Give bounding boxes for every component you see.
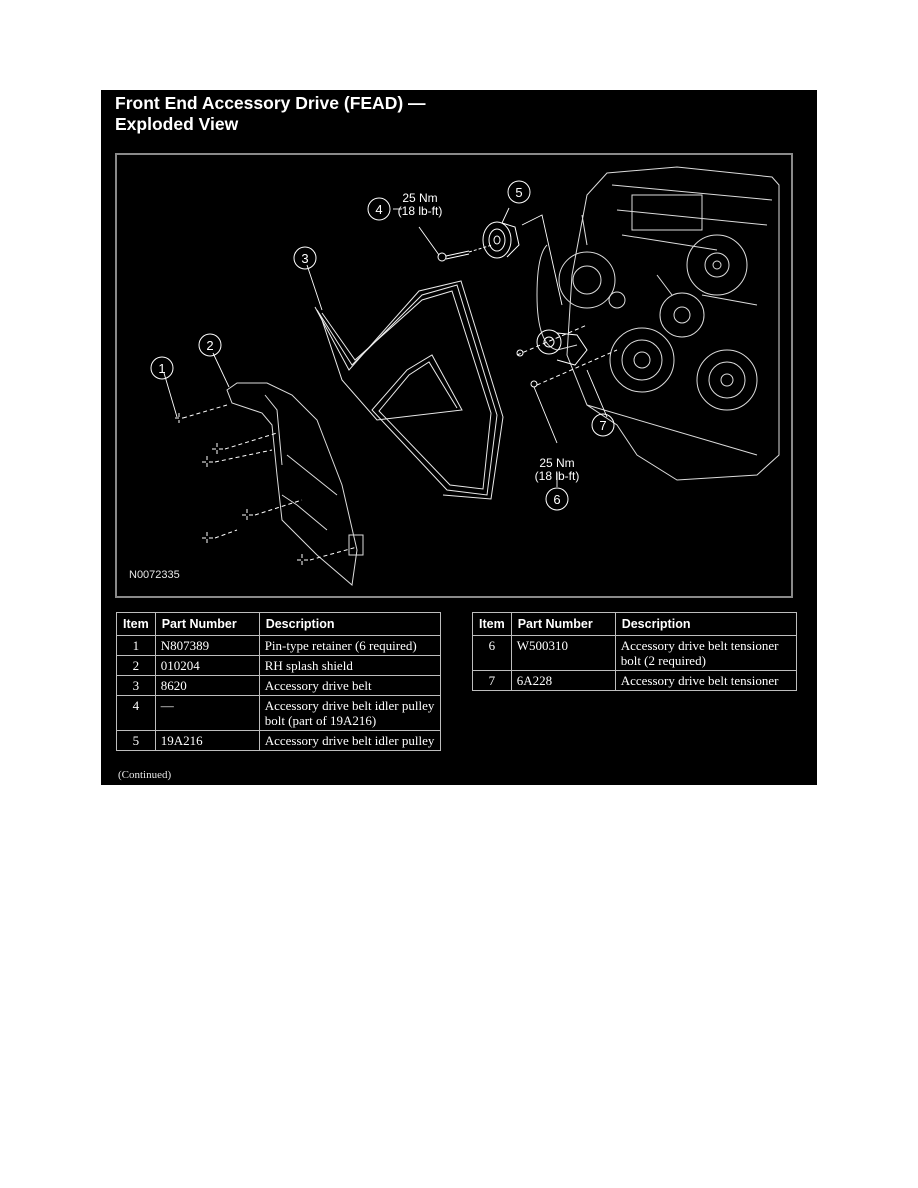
row-part-number: N807389 <box>154 635 260 656</box>
row-item: 4 <box>116 695 156 731</box>
row-part-number: 6A228 <box>510 670 616 691</box>
header-description: Description <box>258 612 442 636</box>
table-header-row: Item Part Number Description <box>472 612 798 636</box>
row-description: Accessory drive belt idler pulley <box>258 730 442 751</box>
table-row: 4 — Accessory drive belt idler pulley bo… <box>116 695 442 731</box>
tensioner-icon <box>516 324 618 386</box>
row-part-number: 010204 <box>154 655 260 676</box>
callout-6-torque-nm: 25 Nm <box>539 456 574 470</box>
callout-4-circle <box>367 197 391 221</box>
engine-icon <box>536 166 780 481</box>
row-item: 1 <box>116 635 156 656</box>
table-row: 2 010204 RH splash shield <box>116 655 442 676</box>
page-title: Front End Accessory Drive (FEAD) — Explo… <box>115 93 426 135</box>
callout-3: 3 <box>301 251 308 266</box>
callout-1-circle <box>150 356 174 380</box>
tensioner-bolt-icon <box>516 349 538 388</box>
row-item: 2 <box>116 655 156 676</box>
callout-6-circle <box>545 487 569 511</box>
callout-6-torque-lbft: (18 lb-ft) <box>535 469 580 483</box>
row-part-number: 19A216 <box>154 730 260 751</box>
title-line-1: Front End Accessory Drive (FEAD) — <box>115 93 426 113</box>
row-description: Pin-type retainer (6 required) <box>258 635 442 656</box>
row-part-number: W500310 <box>510 635 616 671</box>
idler-pulley-icon <box>482 221 520 259</box>
header-item: Item <box>472 612 512 636</box>
callout-4: 4 <box>375 202 382 217</box>
row-description: Accessory drive belt tensioner bolt (2 r… <box>614 635 798 671</box>
callout-2: 2 <box>206 338 213 353</box>
callout-2-circle <box>198 333 222 357</box>
callout-7: 7 <box>599 418 606 433</box>
table-header-row: Item Part Number Description <box>116 612 442 636</box>
row-item: 5 <box>116 730 156 751</box>
row-item: 3 <box>116 675 156 696</box>
callout-6: 6 <box>553 492 560 507</box>
table-row: 6 W500310 Accessory drive belt tensioner… <box>472 635 798 671</box>
table-row: 1 N807389 Pin-type retainer (6 required) <box>116 635 442 656</box>
row-item: 6 <box>472 635 512 671</box>
header-part-number: Part Number <box>510 612 616 636</box>
callout-5-circle <box>507 180 531 204</box>
exploded-view-diagram: 1 2 3 4 25 Nm (18 lb-ft) 5 6 25 Nm (18 l… <box>115 153 793 598</box>
header-part-number: Part Number <box>154 612 260 636</box>
row-description: RH splash shield <box>258 655 442 676</box>
row-item: 7 <box>472 670 512 691</box>
title-line-2: Exploded View <box>115 114 239 134</box>
callout-3-circle <box>293 246 317 270</box>
parts-table-left: Item Part Number Description 1 N807389 P… <box>116 612 442 751</box>
callout-5: 5 <box>515 185 522 200</box>
callout-1: 1 <box>158 361 165 376</box>
row-part-number: — <box>154 695 260 731</box>
callout-4-torque-nm: 25 Nm <box>402 191 437 205</box>
diagram-illustration: 1 2 3 4 25 Nm (18 lb-ft) 5 6 25 Nm (18 l… <box>150 166 780 586</box>
header-item: Item <box>116 612 156 636</box>
row-part-number: 8620 <box>154 675 260 696</box>
drive-belt-icon <box>314 280 504 500</box>
leader-lines <box>163 207 608 487</box>
idler-bolt-icon <box>437 244 493 262</box>
row-description: Accessory drive belt <box>258 675 442 696</box>
table-row: 5 19A216 Accessory drive belt idler pull… <box>116 730 442 751</box>
continued-note: (Continued) <box>118 769 172 781</box>
table-row: 7 6A228 Accessory drive belt tensioner <box>472 670 798 691</box>
row-description: Accessory drive belt idler pulley bolt (… <box>258 695 442 731</box>
callout-7-circle <box>591 413 615 437</box>
retainer-icon <box>175 404 358 566</box>
callout-4-torque-lbft: (18 lb-ft) <box>398 204 443 218</box>
splash-shield-icon <box>226 382 364 586</box>
table-row: 3 8620 Accessory drive belt <box>116 675 442 696</box>
row-description: Accessory drive belt tensioner <box>614 670 798 691</box>
parts-table-right: Item Part Number Description 6 W500310 A… <box>472 612 798 691</box>
header-description: Description <box>614 612 798 636</box>
fead-panel: Front End Accessory Drive (FEAD) — Explo… <box>101 90 817 785</box>
figure-id: N0072335 <box>129 569 180 581</box>
